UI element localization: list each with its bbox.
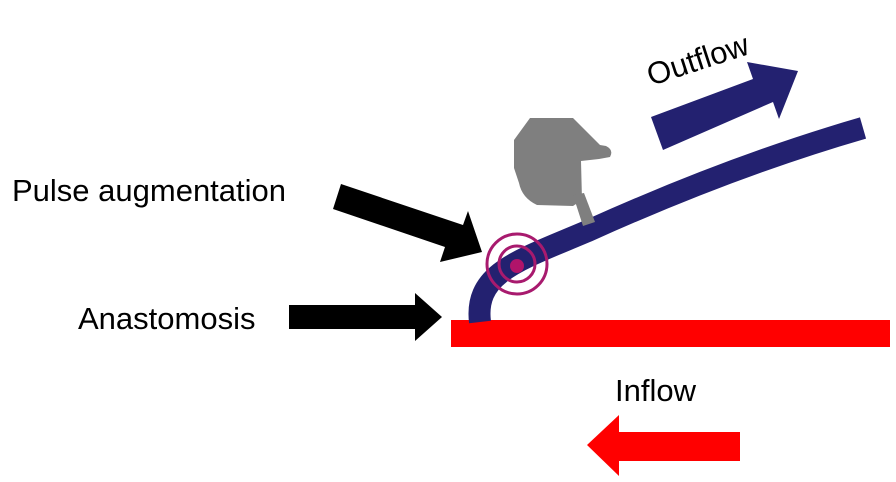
pulse-target-icon (485, 232, 549, 296)
artery-bar (451, 320, 890, 347)
inflow-label: Inflow (615, 373, 697, 408)
outflow-arrow (651, 62, 798, 150)
outflow-label: Outflow (642, 27, 753, 93)
anastomosis-label: Anastomosis (78, 301, 255, 336)
pulse-augmentation-label: Pulse augmentation (12, 173, 286, 208)
inflow-arrow (587, 415, 740, 476)
pulse-augmentation-arrow (333, 184, 482, 262)
pointing-hand-icon (514, 118, 612, 226)
anastomosis-arrow (289, 293, 442, 341)
